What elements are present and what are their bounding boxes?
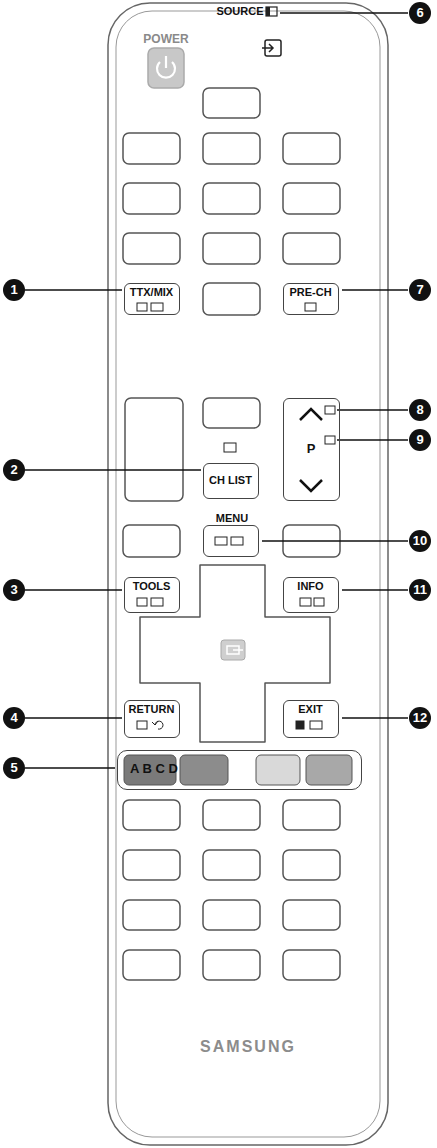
callout-number: 6 — [409, 2, 431, 24]
power-button: POWER — [148, 48, 184, 88]
callout-number: 11 — [409, 579, 431, 601]
button-label: TOOLS — [133, 580, 171, 593]
button-label: INFO — [297, 580, 323, 593]
teletext-button: TTX/MIX — [124, 283, 180, 315]
button-label: A B C D — [130, 762, 178, 777]
color-buttons: A B C D — [117, 750, 362, 790]
callout-number: 3 — [3, 579, 25, 601]
callout-number: 9 — [409, 429, 431, 451]
return-button: RETURN — [124, 700, 180, 738]
button-label: SOURCE — [216, 5, 263, 18]
callout-number: 4 — [3, 707, 25, 729]
brand-name: SAMSUNG — [200, 1038, 296, 1056]
callout-number: 1 — [3, 279, 25, 301]
callout-number: 10 — [409, 530, 431, 552]
exit-button: EXIT — [283, 700, 339, 738]
button-label: P — [307, 442, 316, 457]
button-label: CH LIST — [209, 474, 252, 487]
source-button: SOURCE — [255, 30, 291, 68]
button-label: PRE-CH — [289, 286, 331, 299]
info-button: INFO — [283, 577, 339, 613]
tools-button: TOOLS — [124, 577, 180, 613]
menu-button: MENU — [203, 525, 259, 557]
channel-rocker: P — [283, 398, 340, 501]
prech-button: PRE-CH — [283, 283, 339, 315]
callout-number: 5 — [3, 757, 25, 779]
callout-number: 12 — [409, 707, 431, 729]
callout-number: 2 — [3, 459, 25, 481]
button-label: POWER — [143, 33, 188, 47]
callout-number: 7 — [409, 279, 431, 301]
button-label: EXIT — [298, 703, 322, 716]
button-label: TTX/MIX — [130, 286, 173, 299]
callout-number: 8 — [409, 399, 431, 421]
chlist-button: CH LIST — [203, 463, 259, 499]
button-label: MENU — [216, 512, 248, 525]
button-label: RETURN — [129, 703, 175, 716]
remote-body: SAMSUNG POWER SOURCE TTX/MIX PRE-CH CH LIST P M… — [108, 2, 388, 1146]
